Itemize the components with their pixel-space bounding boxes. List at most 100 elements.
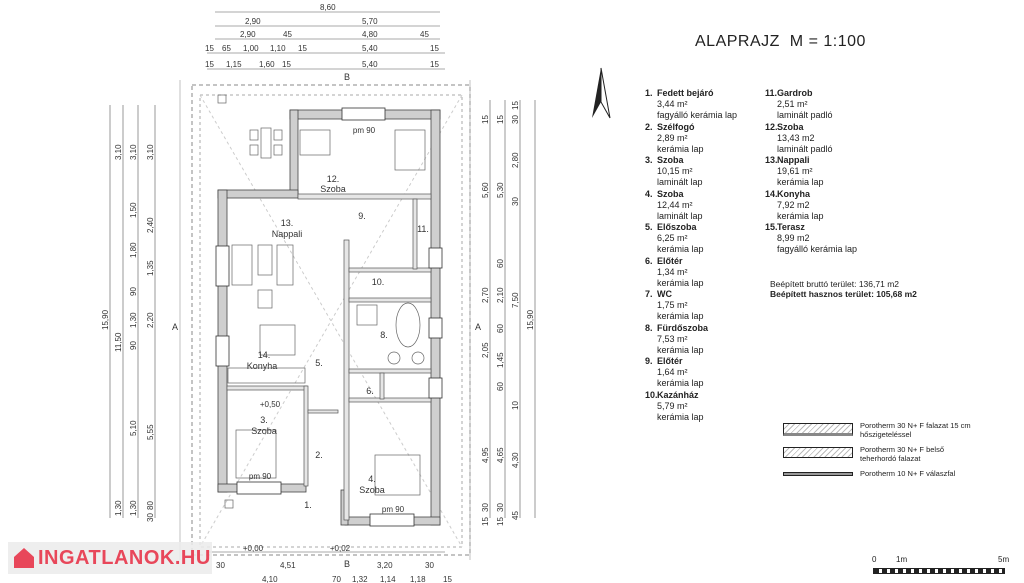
dim-label: 90 — [129, 287, 138, 296]
room-area: 8,99 m2 — [777, 233, 810, 243]
room-floor: fagyálló kerámia lap — [657, 110, 738, 120]
drawing-title: ALAPRAJZ M = 1:100 — [695, 33, 866, 50]
room-area: 13,43 m2 — [777, 132, 815, 143]
room-area: 19,61 m² — [777, 166, 813, 176]
scale-label: 0 — [872, 555, 877, 564]
dim-label: 15 — [430, 60, 439, 69]
furniture — [217, 94, 426, 509]
room-floor: fagyálló kerámia lap — [777, 244, 858, 254]
left-dimensions: 15,90 3,10 11,50 1,30 3,10 1,50 1,80 90 … — [101, 144, 155, 522]
room-area: 7,92 m2 — [777, 199, 810, 210]
room-number: 6. — [645, 255, 653, 266]
room-number: 10. — [645, 389, 658, 400]
dim-label: 4,30 — [511, 452, 520, 468]
dim-label: 15 — [205, 60, 214, 69]
room-number: 14. — [258, 350, 271, 360]
room-name: Kazánház — [657, 389, 699, 400]
dim-label: 15 — [496, 115, 505, 124]
room-name: Szoba — [657, 155, 684, 165]
scale-bar-graphic — [873, 568, 1005, 574]
dim-label: 30 — [146, 513, 155, 522]
dim-label: 30 — [511, 115, 520, 124]
room-floor: kerámia lap — [657, 277, 704, 288]
dim-label: 15,90 — [526, 309, 535, 330]
room-name: Gardrob — [777, 88, 813, 98]
room-name: Fürdőszoba — [657, 322, 708, 333]
level-marker: +0,00 — [243, 544, 264, 553]
room-number: 11. — [765, 88, 778, 98]
room-name: Fedett bejáró — [657, 88, 714, 98]
room-name: Terasz — [777, 222, 805, 232]
interior-walls — [226, 193, 432, 521]
dim-label: 15 — [430, 44, 439, 53]
room-number: 4. — [368, 474, 376, 484]
legend-text: Porotherm 30 N+ F falazat 15 cm — [860, 421, 971, 430]
room-number: 9. — [645, 356, 653, 366]
dim-label: 15 — [511, 101, 520, 110]
room-name: WC — [657, 289, 672, 299]
dim-label: 1,35 — [146, 260, 155, 276]
dim-label: 15 — [205, 44, 214, 53]
dim-label: 4,65 — [496, 447, 505, 463]
legend-text: Porotherm 10 N+ F válaszfal — [860, 469, 956, 478]
dim-label: 1,30 — [129, 500, 138, 516]
room-floor: kerámia lap — [657, 143, 704, 154]
dim-label: 10 — [511, 401, 520, 410]
room-number: 3. — [260, 415, 268, 425]
room-area: 1,75 m² — [657, 300, 688, 310]
dim-label: 1,50 — [129, 202, 138, 218]
dim-label: 3,10 — [146, 144, 155, 160]
dim-label: 30 — [481, 503, 490, 512]
partition-wall-swatch — [783, 472, 853, 476]
dim-label: 30 — [425, 561, 434, 570]
room-number: 6. — [366, 386, 374, 396]
room-number: 5. — [645, 222, 653, 232]
dim-label: 3,20 — [377, 561, 393, 570]
window-tag: pm 90 — [353, 126, 376, 135]
room-floor: kerámia lap — [657, 244, 704, 254]
load-bearing-wall-swatch — [783, 447, 853, 458]
dim-label: 30 — [216, 561, 225, 570]
north-arrow-icon — [592, 67, 611, 119]
dim-label: 2,40 — [146, 217, 155, 233]
level-marker: +0,50 — [260, 400, 281, 409]
dim-label: 70 — [332, 575, 341, 583]
room-area: 1,64 m² — [657, 367, 688, 377]
section-marker-a: A — [172, 322, 178, 332]
room-number: 13. — [765, 155, 778, 165]
bottom-dimensions: 30 4,51 3,20 30 4,10 70 1,32 1,14 1,18 1… — [216, 561, 452, 583]
legend-item: Porotherm 10 N+ F válaszfal — [783, 469, 971, 493]
watermark-text: INGATLANOK.HU — [38, 546, 211, 569]
room-floor: kerámia lap — [657, 344, 704, 355]
dim-label: 2,80 — [511, 152, 520, 168]
dim-label: 2,70 — [481, 287, 490, 303]
room-name: Nappali — [272, 229, 303, 239]
dim-label: 15,90 — [101, 309, 110, 330]
room-number: 10. — [372, 277, 385, 287]
dim-label: 1,32 — [352, 575, 368, 583]
dim-label: 1,18 — [410, 575, 426, 583]
dim-label: 80 — [146, 501, 155, 510]
window-tag: pm 90 — [382, 505, 405, 514]
dim-label: 4,80 — [362, 30, 378, 39]
dim-label: 1,15 — [226, 60, 242, 69]
room-name: Szoba — [777, 121, 804, 132]
house-icon — [14, 548, 34, 568]
dim-label: 30 — [511, 197, 520, 206]
room-number: 15. — [765, 222, 778, 232]
level-marker: +0,02 — [330, 544, 351, 553]
room-name: Szoba — [657, 188, 684, 199]
room-floor: laminált padló — [777, 110, 833, 120]
watermark-logo: INGATLANOK.HU — [8, 542, 212, 574]
area-totals: Beépített bruttó terület: 136,71 m2 Beép… — [770, 279, 917, 299]
